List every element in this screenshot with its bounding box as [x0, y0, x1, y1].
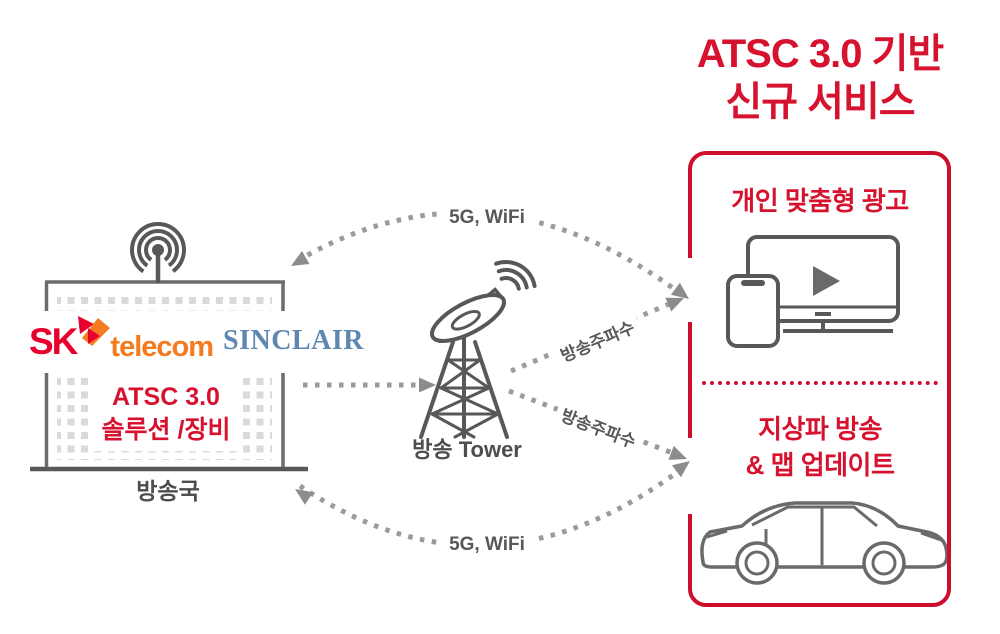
personalized-ads-title: 개인 맞춤형 광고: [731, 186, 909, 216]
link-label-5g-wifi-bottom: 5G, WiFi: [440, 533, 534, 557]
page-title: ATSC 3.0 기반 신규 서비스: [655, 30, 985, 126]
station-logo-band: SK telecom SINCLAIR: [29, 311, 363, 373]
new-services-panel: [688, 151, 951, 607]
panel-border-gap-top: [682, 258, 694, 322]
antenna-icon: [130, 222, 186, 283]
sinclair-logo-text: SINCLAIR: [223, 325, 364, 356]
terrestrial-broadcast-title: 지상파 방송 & 맵 업데이트: [700, 411, 940, 483]
smartphone-icon: [726, 274, 780, 348]
station-label: 방송국: [136, 478, 200, 504]
page-title-line1: ATSC 3.0 기반: [696, 32, 944, 76]
panel-border-gap-bottom: [682, 438, 694, 514]
signal-waves-icon: [494, 260, 537, 291]
link-label-5g-wifi-top: 5G, WiFi: [440, 206, 534, 230]
broadcast-tower-icon: [419, 260, 537, 439]
car-icon: [700, 501, 949, 585]
rear-wheel: [735, 541, 779, 585]
sk-logo-text: SK: [29, 321, 78, 362]
page-title-line2: 신규 서비스: [725, 80, 915, 124]
atsc-solution-box: ATSC 3.0 솔루션 /장비: [92, 377, 240, 451]
front-wheel: [862, 541, 906, 585]
taillight: [706, 529, 728, 539]
sk-butterfly-icon: [78, 316, 111, 346]
headlight: [920, 531, 945, 543]
panel-dotted-divider: [702, 381, 938, 385]
solution-line2: 솔루션 /장비: [101, 416, 231, 444]
dish: [429, 293, 507, 343]
play-icon: [813, 266, 840, 296]
solution-line1: ATSC 3.0: [112, 383, 220, 411]
tower-label: 방송 Tower: [412, 437, 522, 462]
arrowheads: [291, 251, 690, 505]
arrow-freq-upper-path: [510, 299, 675, 374]
terrestrial-broadcast-title-line2: & 맵 업데이트: [745, 450, 895, 480]
telecom-logo-text: telecom: [110, 330, 214, 363]
terrestrial-broadcast-title-line1: 지상파 방송: [758, 414, 882, 444]
